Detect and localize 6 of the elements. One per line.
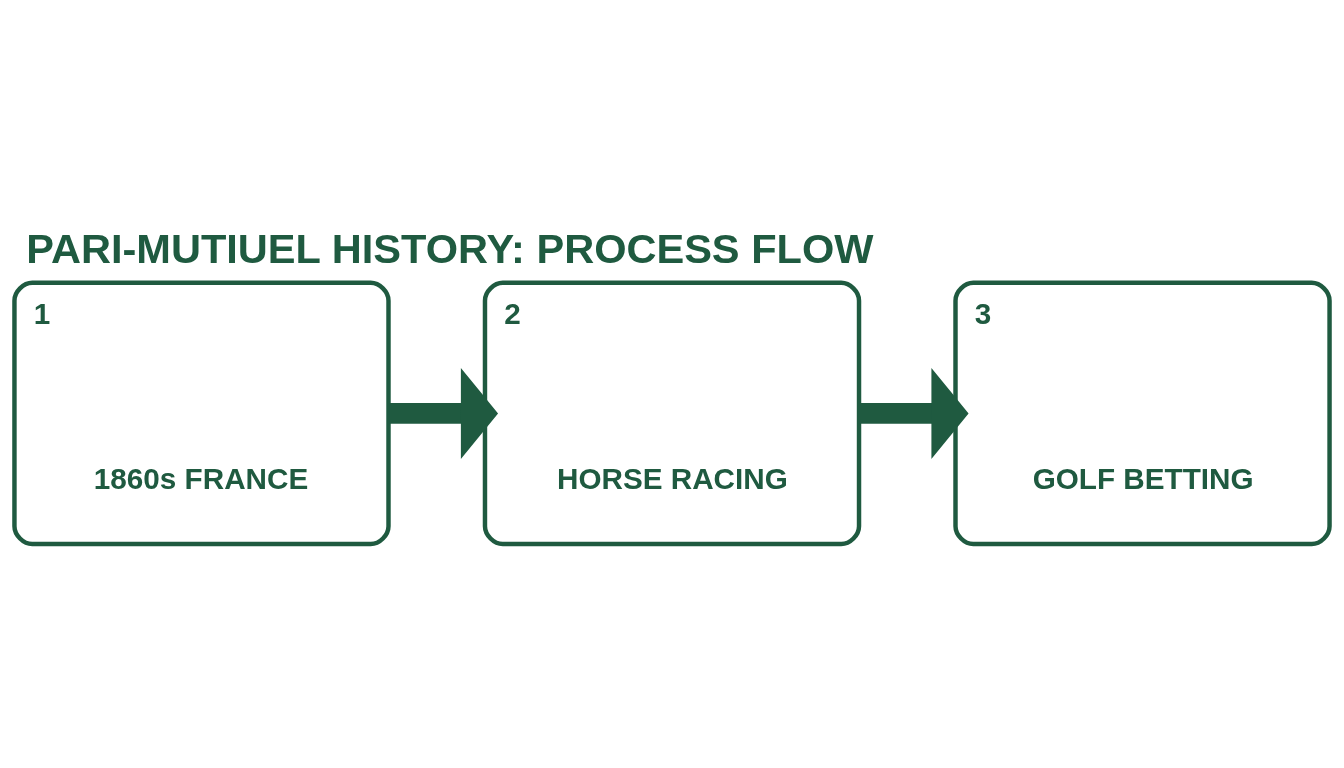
node-box: 1 1860s FRANCE [12,280,391,546]
arrow [389,367,499,459]
node-box: 3 GOLF BETTING [953,280,1332,546]
arrow [859,367,969,459]
diagram-title: PARI-MUTIUEL HISTORY: PROCESS FLOW [26,224,874,272]
node-box: 2 HORSE RACING [482,280,862,546]
